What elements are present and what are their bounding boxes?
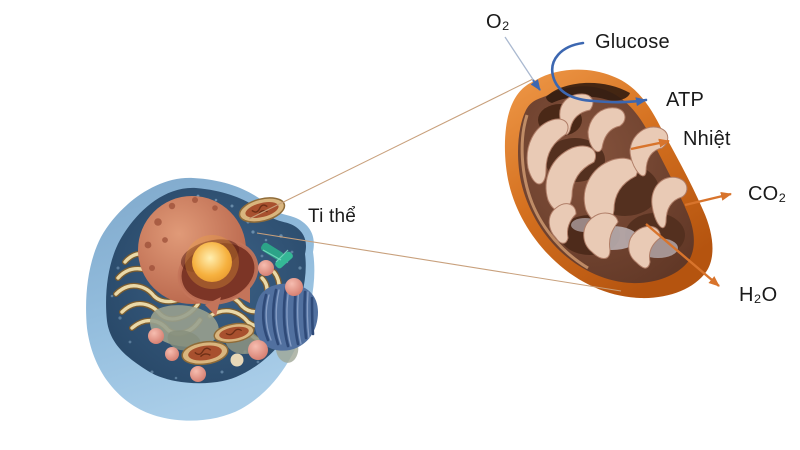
nucleus bbox=[138, 196, 259, 316]
label-co2: CO₂ bbox=[748, 183, 787, 205]
animal-cell-illustration bbox=[86, 177, 318, 421]
lysosome bbox=[258, 260, 274, 276]
nucleus-shell-fragment bbox=[205, 297, 221, 316]
co2-arrow bbox=[684, 191, 732, 207]
golgi-apparatus bbox=[254, 283, 318, 351]
inner-membrane-lining bbox=[520, 114, 589, 270]
lysosome bbox=[148, 328, 164, 344]
nucleus-shell-fragment bbox=[236, 285, 250, 303]
centriole bbox=[261, 242, 293, 269]
heat-arrow bbox=[630, 138, 670, 151]
mitochondrion-small bbox=[181, 340, 229, 366]
mitochondrion-small bbox=[213, 322, 255, 344]
zoom-leader-line-top bbox=[248, 78, 534, 220]
mitochondrion-small bbox=[238, 197, 286, 223]
mitochondrion-illustration bbox=[504, 69, 713, 299]
zoom-leader-line-bottom bbox=[256, 232, 622, 292]
lysosome bbox=[285, 278, 303, 296]
label-heat: Nhiệt bbox=[683, 128, 731, 150]
o2-leader-line bbox=[504, 36, 535, 82]
label-o2: O₂ bbox=[486, 11, 510, 33]
nuclear-pores bbox=[144, 197, 218, 271]
label-glucose: Glucose bbox=[595, 31, 670, 53]
vesicle bbox=[230, 353, 244, 367]
h2o-arrow bbox=[645, 223, 720, 287]
annotation-lines bbox=[248, 36, 732, 292]
lysosome bbox=[165, 347, 179, 361]
mitochondrion-top-opening bbox=[546, 82, 630, 103]
lysosome bbox=[248, 340, 268, 360]
o2-arrow bbox=[530, 79, 541, 91]
nucleolus bbox=[192, 242, 232, 282]
label-atp: ATP bbox=[666, 89, 705, 111]
label-h2o: H₂O bbox=[739, 284, 778, 306]
label-mitochondrion: Ti thể bbox=[308, 206, 357, 227]
lysosome bbox=[190, 366, 206, 382]
glucose-atp-arrow bbox=[550, 41, 648, 107]
